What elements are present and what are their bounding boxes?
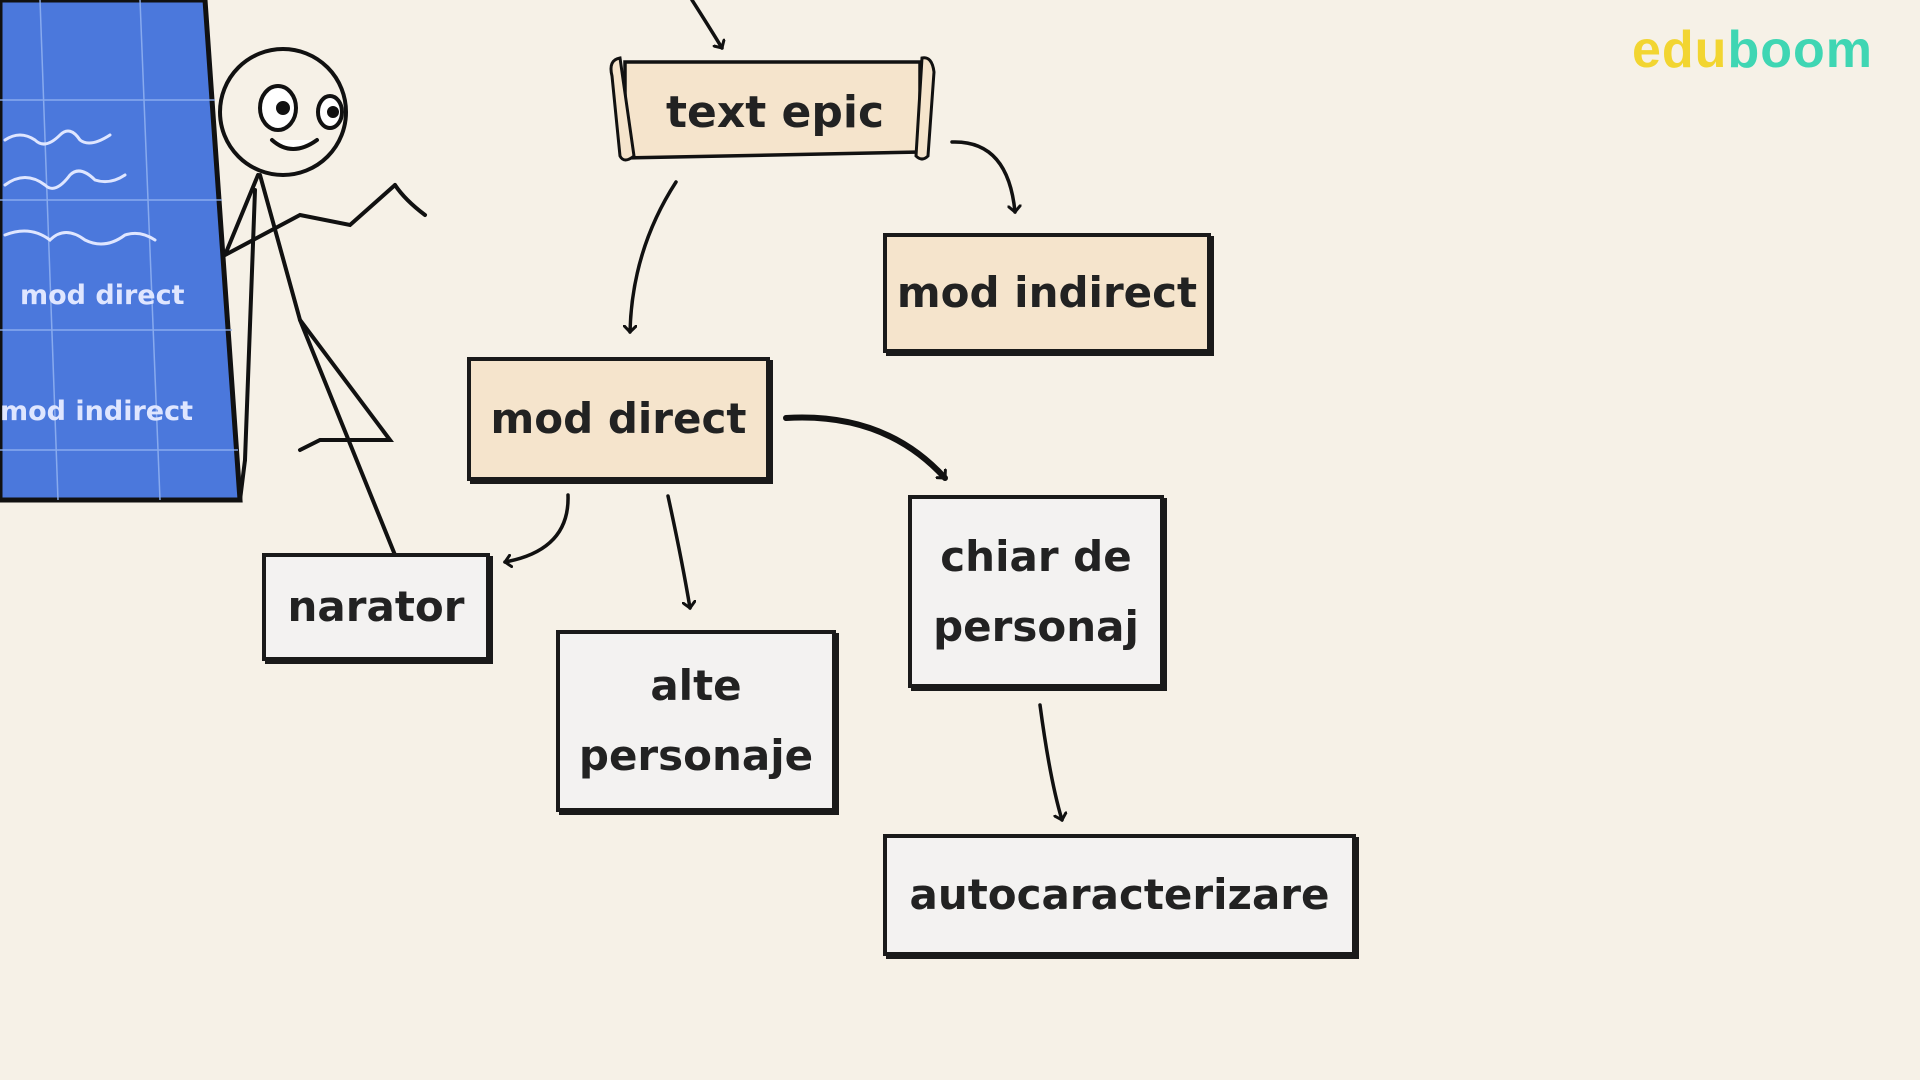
arrow-root-indirect xyxy=(950,140,1015,212)
node-text-epic: text epic xyxy=(665,86,885,138)
node-mod-direct: mod direct xyxy=(467,357,770,481)
eduboom-logo: eduboom xyxy=(1632,20,1873,80)
node-alte-personaje-line2: personaje xyxy=(578,731,814,780)
node-chiar-de-personaj-line2: personaj xyxy=(933,601,1139,651)
board-label-mod-indirect: mod indirect xyxy=(0,396,194,427)
node-mod-indirect: mod indirect xyxy=(883,233,1211,353)
logo-edu: edu xyxy=(1632,21,1728,79)
connectors xyxy=(505,0,1062,820)
arrow-direct-narator xyxy=(505,493,570,562)
arrow-in-root xyxy=(690,0,722,48)
node-autocaracterizare: autocaracterizare xyxy=(883,834,1356,956)
stick-figure xyxy=(218,47,427,557)
arrow-direct-alte xyxy=(666,494,690,608)
scroll-shape xyxy=(609,56,936,162)
node-chiar-de-personaj-line1: chiar de xyxy=(940,531,1132,581)
arrow-personaj-auto xyxy=(1038,703,1062,820)
arrow-root-direct xyxy=(630,180,678,332)
node-alte-personaje-line1: alte xyxy=(650,661,742,710)
node-chiar-de-personaj: chiar de personaj xyxy=(908,495,1164,688)
node-alte-personaje: alte personaje xyxy=(556,630,836,812)
logo-boom: boom xyxy=(1727,21,1873,79)
board-label-mod-direct: mod direct xyxy=(20,280,185,311)
node-narator: narator xyxy=(262,553,490,661)
arrow-direct-personaj xyxy=(783,414,948,481)
